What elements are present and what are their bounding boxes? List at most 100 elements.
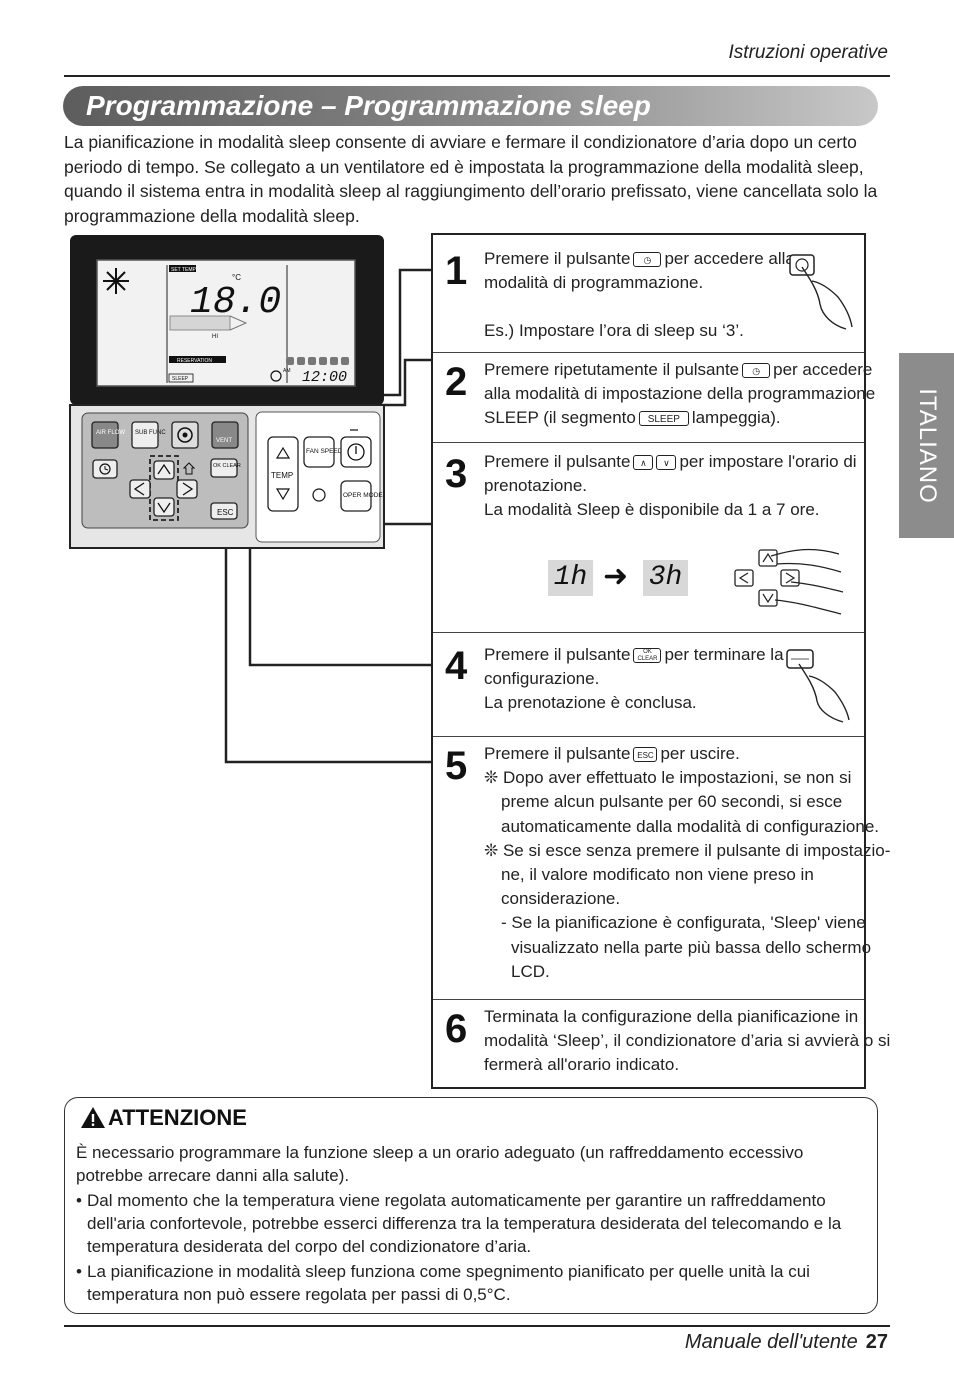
- clock-icon: [99, 463, 111, 475]
- step-number: 3: [445, 452, 468, 496]
- temp-rocker: [267, 436, 299, 512]
- step-text: Terminata la configurazione della pianif…: [484, 1005, 890, 1078]
- down-button-icon: ∨: [656, 455, 677, 471]
- step-number: 6: [445, 1007, 468, 1051]
- step-line: La modalità Sleep è disponibile da 1 a 7…: [484, 500, 820, 520]
- footer-manual-label: Manuale dell'utente: [684, 1331, 858, 1353]
- lcd-sleep-tag: [168, 373, 194, 383]
- warning-icon: [81, 1107, 105, 1128]
- step-line: Es.) Impostare l’ora di sleep su ‘3’.: [484, 321, 744, 341]
- sub-func-button-label: SUB FUNC: [135, 430, 166, 436]
- display-to: 3h: [643, 560, 688, 596]
- step-line: Premere il pulsante: [484, 452, 631, 471]
- fan-speed-button-label: FAN SPEED: [306, 448, 343, 455]
- step-number: 1: [445, 249, 468, 293]
- lcd-am-label: AM: [283, 368, 291, 374]
- step-line: - Se la pianificazione è configurata, 'S…: [501, 913, 866, 933]
- remote-illustration: SET TEMP 18.0 °C HI RESERVATION SLEEP AM…: [69, 235, 432, 764]
- caution-bullet: Dal momento che la temperatura viene reg…: [76, 1189, 871, 1258]
- step-2: 2 Premere ripetutamente il pulsante◷per …: [433, 352, 875, 443]
- step-line: ❊ Se si esce senza premere il pulsante d…: [484, 840, 891, 860]
- left-button: [129, 479, 151, 499]
- lcd-clock-icon: [270, 370, 282, 382]
- lcd-set-temp-tag: [169, 265, 196, 272]
- clock-button-icon: ◷: [742, 363, 771, 379]
- step-line: lampeggia).: [691, 408, 781, 428]
- caution-bullet: La pianificazione in modalità sleep funz…: [76, 1260, 871, 1306]
- footer: Manuale dell'utente 27: [685, 1331, 888, 1354]
- home-icon: [182, 462, 196, 475]
- air-flow-button: [91, 421, 119, 449]
- clock-button-icon: ◷: [633, 252, 662, 268]
- hand-pressing-icon: [789, 254, 853, 330]
- step-1: 1 Premere il pulsante◷per accedere alla …: [433, 235, 864, 353]
- right-button: [176, 479, 198, 499]
- step-line: modalità di programmazione.: [484, 273, 704, 293]
- header-rule: [64, 75, 890, 77]
- chevron-right-icon: [182, 482, 194, 496]
- caution-title: ATTENZIONE: [108, 1105, 247, 1130]
- step-line: Terminata la configurazione della pianif…: [484, 1007, 859, 1026]
- gear-icon: [177, 427, 193, 443]
- esc-button: [210, 502, 238, 520]
- step-line: preme alcun pulsante per 60 secondi, si …: [501, 792, 843, 812]
- lcd-clock: 12:00: [302, 369, 347, 386]
- chevron-up-icon: [157, 463, 171, 475]
- chevron-down-icon: [157, 502, 171, 514]
- step-line: per terminare la: [664, 645, 784, 664]
- step-text: Premere il pulsante∧∨per impostare l'ora…: [484, 450, 857, 523]
- step-line: considerazione.: [501, 889, 621, 909]
- oper-mode-button: [340, 480, 372, 512]
- sub-func-button: [131, 421, 159, 449]
- lcd-set-temp-label: SET TEMP: [171, 267, 196, 273]
- step-line: per impostare l'orario di: [679, 452, 857, 471]
- step-line: prenotazione.: [484, 476, 588, 496]
- step-line: ❊ Dopo aver effettuato le impostazioni, …: [484, 768, 852, 788]
- temp-down-icon: [275, 488, 291, 501]
- footer-rule: [64, 1325, 890, 1327]
- step-3: 3 Premere il pulsante∧∨per impostare l'o…: [433, 442, 864, 633]
- down-button: [153, 497, 175, 517]
- ok-clear-button: [210, 458, 238, 478]
- caution-box: [64, 1097, 878, 1314]
- step-line: modalità ‘Sleep’, il condizionatore d’ar…: [484, 1031, 891, 1051]
- indicator-led: [312, 488, 326, 502]
- step-line: Premere il pulsante: [484, 645, 631, 664]
- step-line: SLEEP (il segmento: [484, 408, 636, 428]
- vent-button-label: VENT: [216, 438, 232, 444]
- up-button-icon: ∧: [633, 455, 654, 471]
- esc-button-label: ESC: [217, 508, 234, 517]
- sleep-segment-icon: SLEEP: [638, 411, 689, 427]
- esc-button-icon: ESC: [633, 747, 658, 763]
- step-line: alla modalità di impostazione della prog…: [484, 384, 876, 404]
- step-line: configurazione.: [484, 669, 600, 689]
- lcd-sleep-label: SLEEP: [172, 376, 189, 382]
- page-number: 27: [865, 1331, 888, 1353]
- step-6: 6 Terminata la configurazione della pian…: [433, 999, 890, 1087]
- step-line: visualizzato nella parte più bassa dello…: [511, 937, 872, 957]
- step-number: 5: [445, 744, 468, 788]
- step-line: per accedere alla: [664, 249, 795, 268]
- caution-body: È necessario programmare la funzione sle…: [76, 1141, 871, 1308]
- step-number: 4: [445, 644, 468, 688]
- steps-table: 1 Premere il pulsante◷per accedere alla …: [431, 233, 890, 1089]
- step-number: 2: [445, 360, 468, 404]
- step-line: ne, il valore modificato non viene preso…: [501, 865, 814, 885]
- step-line: per accedere: [773, 360, 873, 379]
- intro-paragraph: La pianificazione in modalità sleep cons…: [64, 132, 878, 226]
- lcd-hi-label: HI: [212, 334, 218, 340]
- oper-mode-button-label: OPER MODE: [343, 492, 383, 499]
- step-line: automaticamente dalla modalità di config…: [501, 816, 880, 836]
- display-from: 1h: [548, 560, 593, 596]
- step-line: per uscire.: [660, 744, 740, 763]
- step-line: Premere il pulsante: [484, 249, 631, 268]
- air-flow-button-label: AIR FLOW: [96, 430, 125, 436]
- chevron-left-icon: [133, 482, 145, 496]
- title-bar: [63, 86, 878, 126]
- fan-speed-button: [303, 436, 335, 468]
- caution-text: È necessario programmare la funzione sle…: [76, 1143, 804, 1185]
- lcd-reservation-label: RESERVATION: [177, 358, 212, 364]
- hand-pressing-icon: [786, 649, 850, 723]
